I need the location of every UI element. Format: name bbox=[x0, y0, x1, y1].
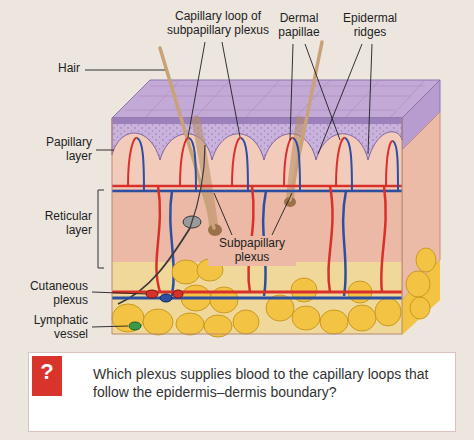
node-text: Which plexus supplies blood to the capil… bbox=[93, 365, 445, 401]
callout-label: Capillary loop of subpapillary plexus bbox=[148, 10, 288, 38]
papillary-dermis bbox=[112, 118, 402, 190]
hair-shaft bbox=[160, 48, 214, 228]
callout-label: Lymphatic vessel bbox=[6, 314, 88, 342]
node-text: ? bbox=[32, 356, 62, 388]
callout-label: Dermal papillae bbox=[268, 12, 330, 40]
reticular-dermis bbox=[112, 190, 402, 268]
layer-label: Papillary layer bbox=[26, 136, 92, 164]
hair-shaft bbox=[290, 42, 322, 200]
stratum-corneum bbox=[112, 118, 402, 124]
connecting-vessels bbox=[156, 186, 385, 296]
layer-label: Reticular layer bbox=[24, 210, 92, 238]
leader-lines bbox=[85, 42, 372, 327]
question-mark-box: ? bbox=[32, 356, 62, 396]
callout-label: Cutaneous plexus bbox=[6, 280, 88, 308]
question-box: Which plexus supplies blood to the capil… bbox=[28, 352, 456, 432]
callout-label: Subpapillary plexus bbox=[208, 236, 296, 266]
subpapillary-artery bbox=[112, 185, 402, 188]
callout-label: Hair bbox=[40, 62, 80, 76]
callout-label: Epidermal ridges bbox=[336, 12, 404, 40]
subpapillary-vein bbox=[112, 190, 402, 193]
cutaneous-plexus bbox=[112, 290, 402, 302]
epidermis bbox=[112, 118, 402, 160]
capillary-loops bbox=[128, 138, 398, 191]
lymphatic-vessel bbox=[129, 322, 141, 330]
skin-surface bbox=[112, 80, 440, 118]
side-fat bbox=[402, 260, 440, 335]
